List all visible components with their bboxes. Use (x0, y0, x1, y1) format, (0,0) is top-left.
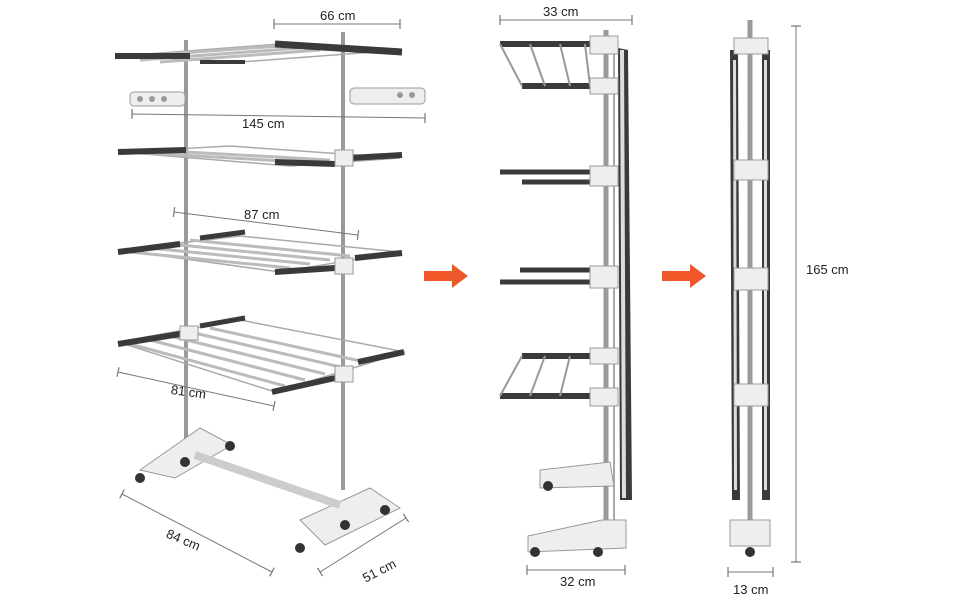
half-folded-shelf-1 (499, 35, 619, 95)
top-shelf (115, 40, 403, 64)
top-shelf-width-label: 66 cm (320, 8, 356, 23)
half-folded-width-label: 33 cm (543, 4, 579, 19)
open-rack (115, 19, 426, 577)
arrow-right-icon (662, 264, 706, 288)
second-shelf (117, 145, 403, 167)
hanger-bar (129, 87, 426, 107)
third-shelf (117, 229, 403, 275)
height-label: 165 cm (806, 262, 849, 277)
half-folded-shelf-3 (500, 265, 619, 289)
half-folded-shelf-2 (500, 165, 619, 187)
open-width-label: 145 cm (242, 116, 285, 131)
bottom-shelf (117, 315, 406, 395)
half-folded-rack (499, 15, 633, 575)
middle-shelf-width-label: 87 cm (244, 207, 280, 222)
half-folded-base-label: 32 cm (560, 574, 596, 589)
half-folded-shelf-4 (499, 347, 619, 407)
arrow-right-icon (424, 264, 468, 288)
folded-depth-label: 13 cm (733, 582, 769, 597)
folded-rack (727, 20, 801, 577)
